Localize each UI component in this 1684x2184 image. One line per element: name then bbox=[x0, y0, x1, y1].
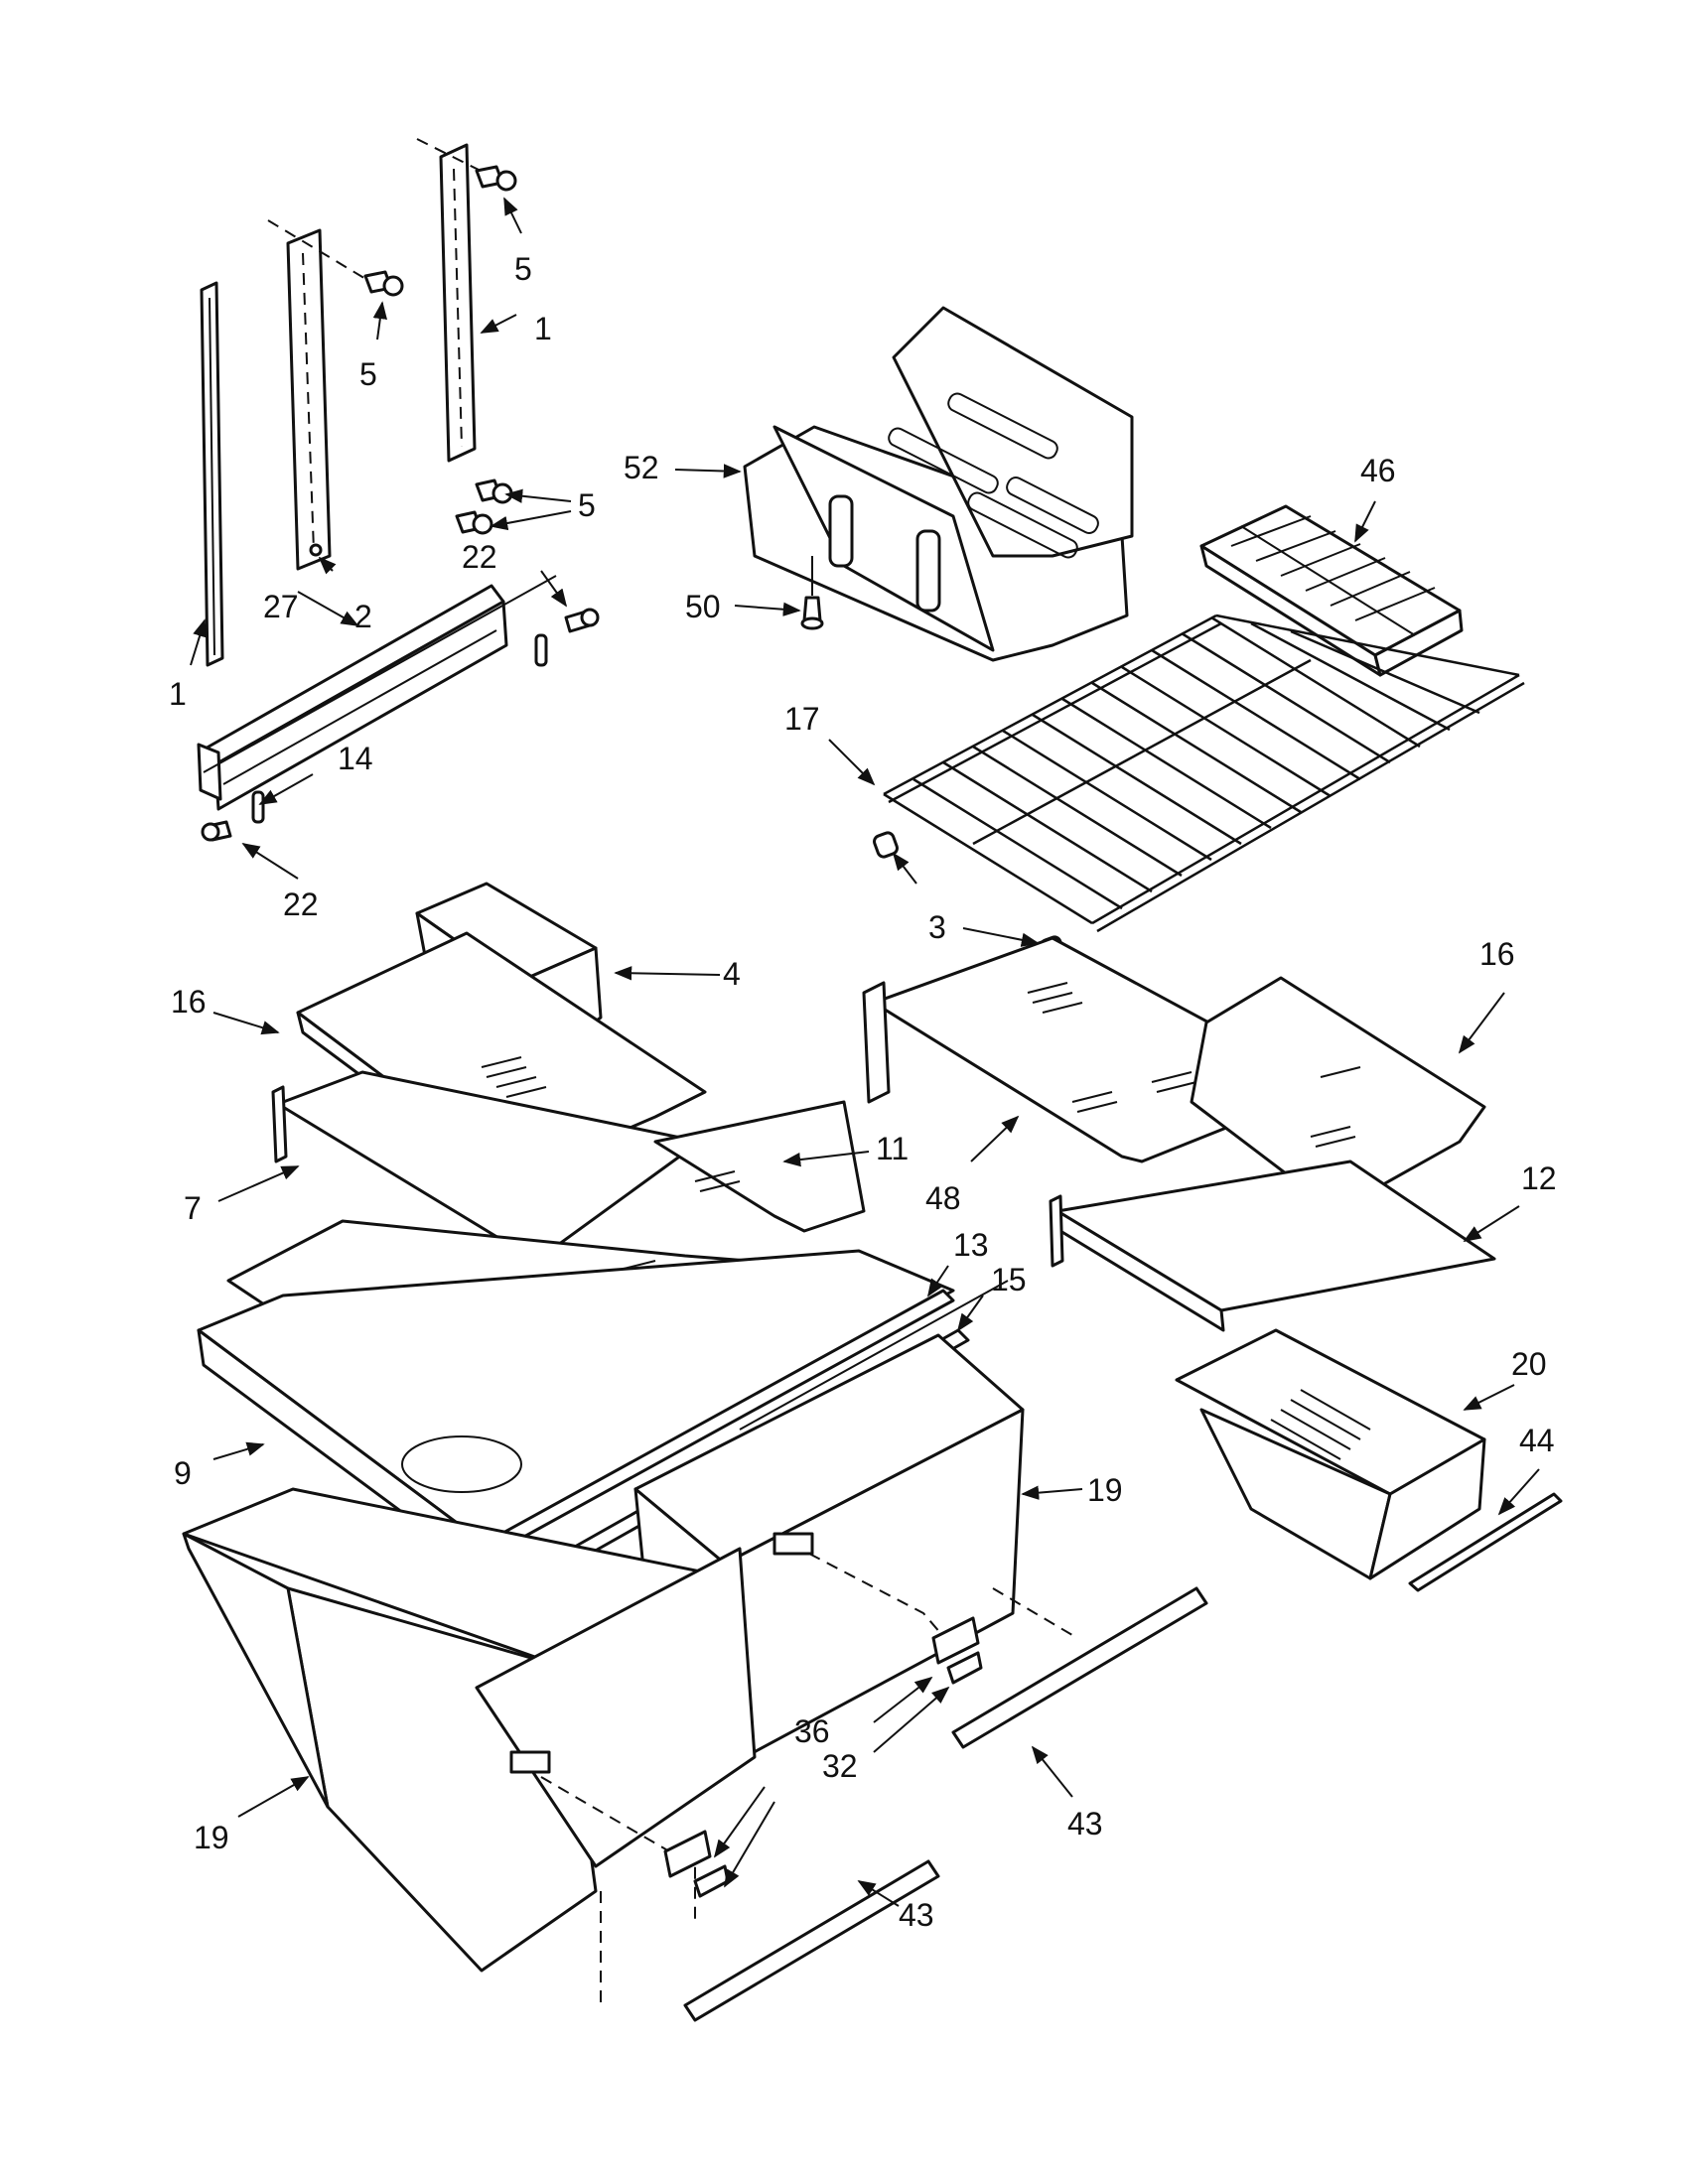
callout-46-ice-tray: 46 bbox=[1360, 453, 1396, 488]
callout-19-right-drawer: 19 bbox=[1087, 1472, 1123, 1508]
callout-22-upper: 22 bbox=[462, 539, 497, 575]
callout-14-clip: 14 bbox=[338, 741, 373, 776]
drawer-bracket-32-b bbox=[693, 1864, 730, 1898]
drawer-trim-right bbox=[1408, 1492, 1563, 1592]
callout-20-meat-drawer: 20 bbox=[1511, 1346, 1547, 1382]
crisper-cover-frame-right bbox=[1049, 1160, 1496, 1332]
drawer-bracket-36-a bbox=[931, 1616, 980, 1665]
callout-44-trim: 44 bbox=[1519, 1423, 1555, 1458]
screw-5-low-b bbox=[455, 510, 493, 535]
assembly-dash-line bbox=[992, 1587, 1078, 1639]
drawer-bracket-32-a bbox=[946, 1651, 983, 1685]
callout-22-lower: 22 bbox=[283, 887, 319, 922]
callout-4-snack-pan: 4 bbox=[723, 956, 741, 992]
shelf-peg-a bbox=[873, 831, 899, 859]
shelf-support-rail-right bbox=[439, 143, 477, 463]
screw-axis-line bbox=[416, 138, 497, 180]
callout-12-cover-frame: 12 bbox=[1521, 1160, 1557, 1196]
callout-19-left-drawer: 19 bbox=[194, 1820, 229, 1855]
callout-36-bracket: 36 bbox=[794, 1713, 830, 1749]
screw-5-top bbox=[475, 165, 517, 192]
callout-43-right-trim: 43 bbox=[1067, 1806, 1103, 1842]
shelf-support-rail-left bbox=[200, 281, 224, 667]
screw-22-a bbox=[564, 608, 600, 633]
callout-2-center-rail: 2 bbox=[354, 599, 372, 634]
callout-1-right-rail: 1 bbox=[534, 311, 552, 346]
callout-17-wire-shelf: 17 bbox=[784, 701, 820, 737]
callout-11-glass: 11 bbox=[876, 1131, 909, 1166]
callout-43-left-trim: 43 bbox=[899, 1897, 934, 1933]
callout-32-bracket: 32 bbox=[822, 1748, 858, 1784]
wire-shelf bbox=[883, 614, 1525, 933]
clip-14-b bbox=[251, 790, 265, 824]
callout-50-screw: 50 bbox=[685, 589, 721, 624]
callout-48-glass-right: 48 bbox=[925, 1180, 961, 1216]
leader-line bbox=[203, 575, 557, 773]
glass-shelf-right-rear bbox=[1190, 976, 1486, 1213]
shelf-front-trim bbox=[197, 584, 508, 811]
callout-5-low: 5 bbox=[578, 487, 596, 523]
screw-axis-line bbox=[267, 219, 373, 284]
callout-7-frame: 7 bbox=[184, 1190, 202, 1226]
callout-27-front-trim: 27 bbox=[263, 589, 299, 624]
callout-3-peg: 3 bbox=[928, 909, 946, 945]
callout-13-rail: 13 bbox=[953, 1227, 989, 1263]
meat-drawer bbox=[1175, 1328, 1486, 1580]
shelf-support-rail-center bbox=[286, 228, 332, 571]
callout-1-left-rail: 1 bbox=[169, 676, 187, 712]
callout-leaders bbox=[190, 197, 1540, 1907]
screw-50 bbox=[800, 596, 824, 630]
callout-16-right-shelf: 16 bbox=[1479, 936, 1515, 972]
drawer-trim-43-right bbox=[951, 1586, 1208, 1749]
drawer-bracket-36-b bbox=[663, 1830, 712, 1878]
callout-52-ice-bin-holder: 52 bbox=[624, 450, 659, 485]
callout-5-top: 5 bbox=[514, 251, 532, 287]
callout-9-crisper-cover: 9 bbox=[174, 1455, 192, 1491]
callout-5-mid: 5 bbox=[359, 356, 377, 392]
screw-5-mid bbox=[363, 270, 404, 297]
screw-5-low-a bbox=[475, 478, 513, 504]
callout-16-left-shelf: 16 bbox=[171, 984, 207, 1020]
ice-bin-holder bbox=[743, 306, 1134, 662]
callout-15-rail: 15 bbox=[991, 1262, 1027, 1297]
drawer-trim-43-left bbox=[683, 1859, 940, 2022]
screw-22-b bbox=[201, 820, 232, 842]
ice-cube-tray bbox=[1199, 504, 1464, 677]
clip-14-a bbox=[534, 633, 548, 667]
crisper-drawer-left bbox=[182, 1487, 757, 1973]
